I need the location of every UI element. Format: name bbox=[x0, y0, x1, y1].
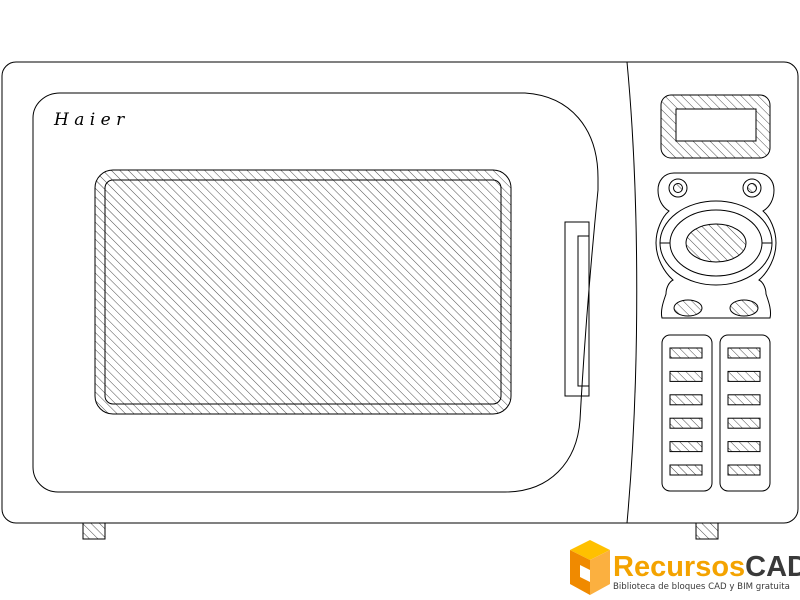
door-outline bbox=[32, 92, 599, 493]
keypad-button-right-5[interactable] bbox=[727, 441, 761, 453]
logo-wordmark: RecursosCAD bbox=[613, 551, 800, 583]
brand-logo-text: H a i e r bbox=[53, 110, 125, 130]
screw-left-icon bbox=[668, 178, 688, 198]
control-dial[interactable] bbox=[659, 200, 773, 286]
window-glass-hatch bbox=[105, 180, 501, 404]
microwave-body bbox=[1, 61, 799, 524]
keypad-button-right-3[interactable] bbox=[727, 394, 761, 406]
door-panel-divider bbox=[626, 61, 638, 524]
display-screen bbox=[660, 94, 771, 159]
keypad-button-right-6[interactable] bbox=[727, 464, 761, 476]
logo-tagline: Biblioteca de bloques CAD y BIM gratuita bbox=[613, 582, 790, 592]
keypad-button-left-4[interactable] bbox=[669, 417, 703, 429]
keypad-button-left-6[interactable] bbox=[669, 464, 703, 476]
keypad-button-left-3[interactable] bbox=[669, 394, 703, 406]
screw-right-icon bbox=[742, 178, 762, 198]
keypad-buttons bbox=[669, 347, 761, 476]
control-housing bbox=[655, 172, 777, 319]
keypad-button-right-1[interactable] bbox=[727, 347, 761, 359]
logo-part-cad: CAD bbox=[745, 551, 800, 583]
recursoscad-logo: RecursosCAD Biblioteca de bloques CAD y … bbox=[570, 540, 800, 595]
keypad-button-right-4[interactable] bbox=[727, 417, 761, 429]
keypad-button-right-2[interactable] bbox=[727, 370, 761, 382]
keypad-button-left-1[interactable] bbox=[669, 347, 703, 359]
keypad-button-left-5[interactable] bbox=[669, 441, 703, 453]
door-handle[interactable] bbox=[564, 221, 590, 397]
logo-part-recursos: Recursos bbox=[613, 551, 745, 583]
keypad-column-left bbox=[661, 334, 713, 492]
oval-button-left[interactable] bbox=[673, 299, 703, 317]
cube-cutout bbox=[580, 565, 590, 582]
keypad-column-right bbox=[719, 334, 771, 492]
cube-right-face bbox=[590, 550, 610, 595]
cube-icon bbox=[570, 540, 610, 595]
foot-right bbox=[695, 522, 719, 540]
foot-left bbox=[82, 522, 106, 540]
oval-button-right[interactable] bbox=[729, 299, 759, 317]
keypad-button-left-2[interactable] bbox=[669, 370, 703, 382]
